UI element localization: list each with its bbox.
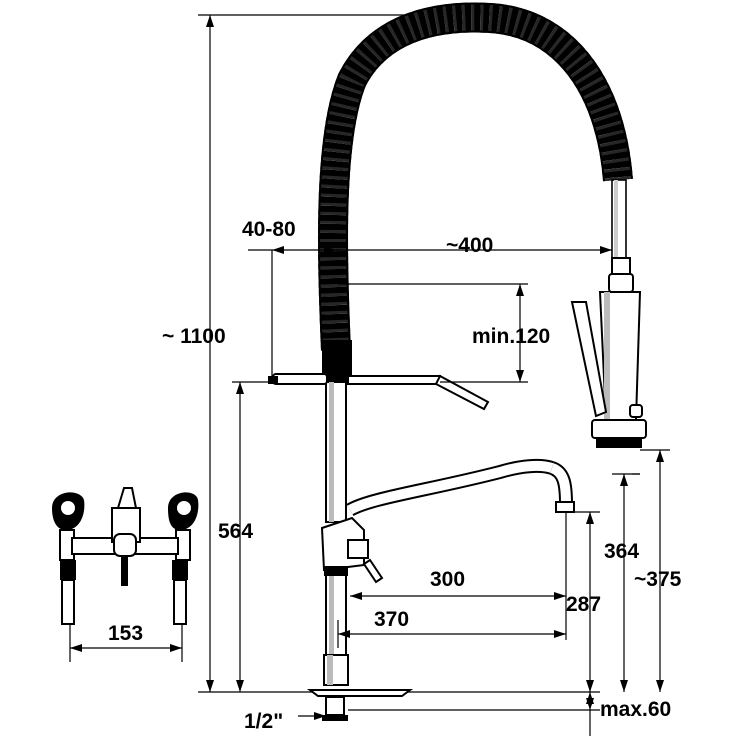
label-40-80: 40-80	[242, 218, 296, 241]
dim-370	[337, 512, 567, 648]
mixer-valve-assembly	[52, 487, 199, 625]
dim-375	[640, 449, 670, 692]
dim-40-80	[248, 246, 340, 380]
deck-base	[307, 689, 413, 721]
label-375: ~375	[634, 568, 682, 591]
label-thread: 1/2"	[244, 710, 283, 733]
label-400: ~400	[446, 234, 493, 257]
dim-400	[336, 246, 612, 254]
dim-153	[69, 624, 183, 662]
swing-spout	[320, 458, 575, 584]
dim-min-120	[338, 283, 528, 383]
dim-max-60	[348, 692, 600, 736]
label-370: 370	[374, 608, 409, 631]
dim-564	[232, 381, 276, 692]
label-564: 564	[218, 520, 253, 543]
label-max-60: max.60	[600, 698, 671, 721]
dim-287	[566, 511, 600, 692]
total-height-dimension	[198, 14, 600, 693]
label-153: 153	[108, 622, 143, 645]
dim-thread	[298, 712, 326, 720]
spray-head	[570, 257, 647, 448]
label-300: 300	[430, 568, 465, 591]
label-364: 364	[604, 540, 639, 563]
label-287: 287	[566, 593, 601, 616]
dim-300	[350, 592, 566, 600]
wall-bracket	[268, 373, 490, 411]
dim-364	[612, 473, 640, 692]
spring-hose	[317, 2, 633, 351]
label-min-120: min.120	[472, 325, 550, 348]
label-total-height: ~ 1100	[162, 325, 226, 348]
